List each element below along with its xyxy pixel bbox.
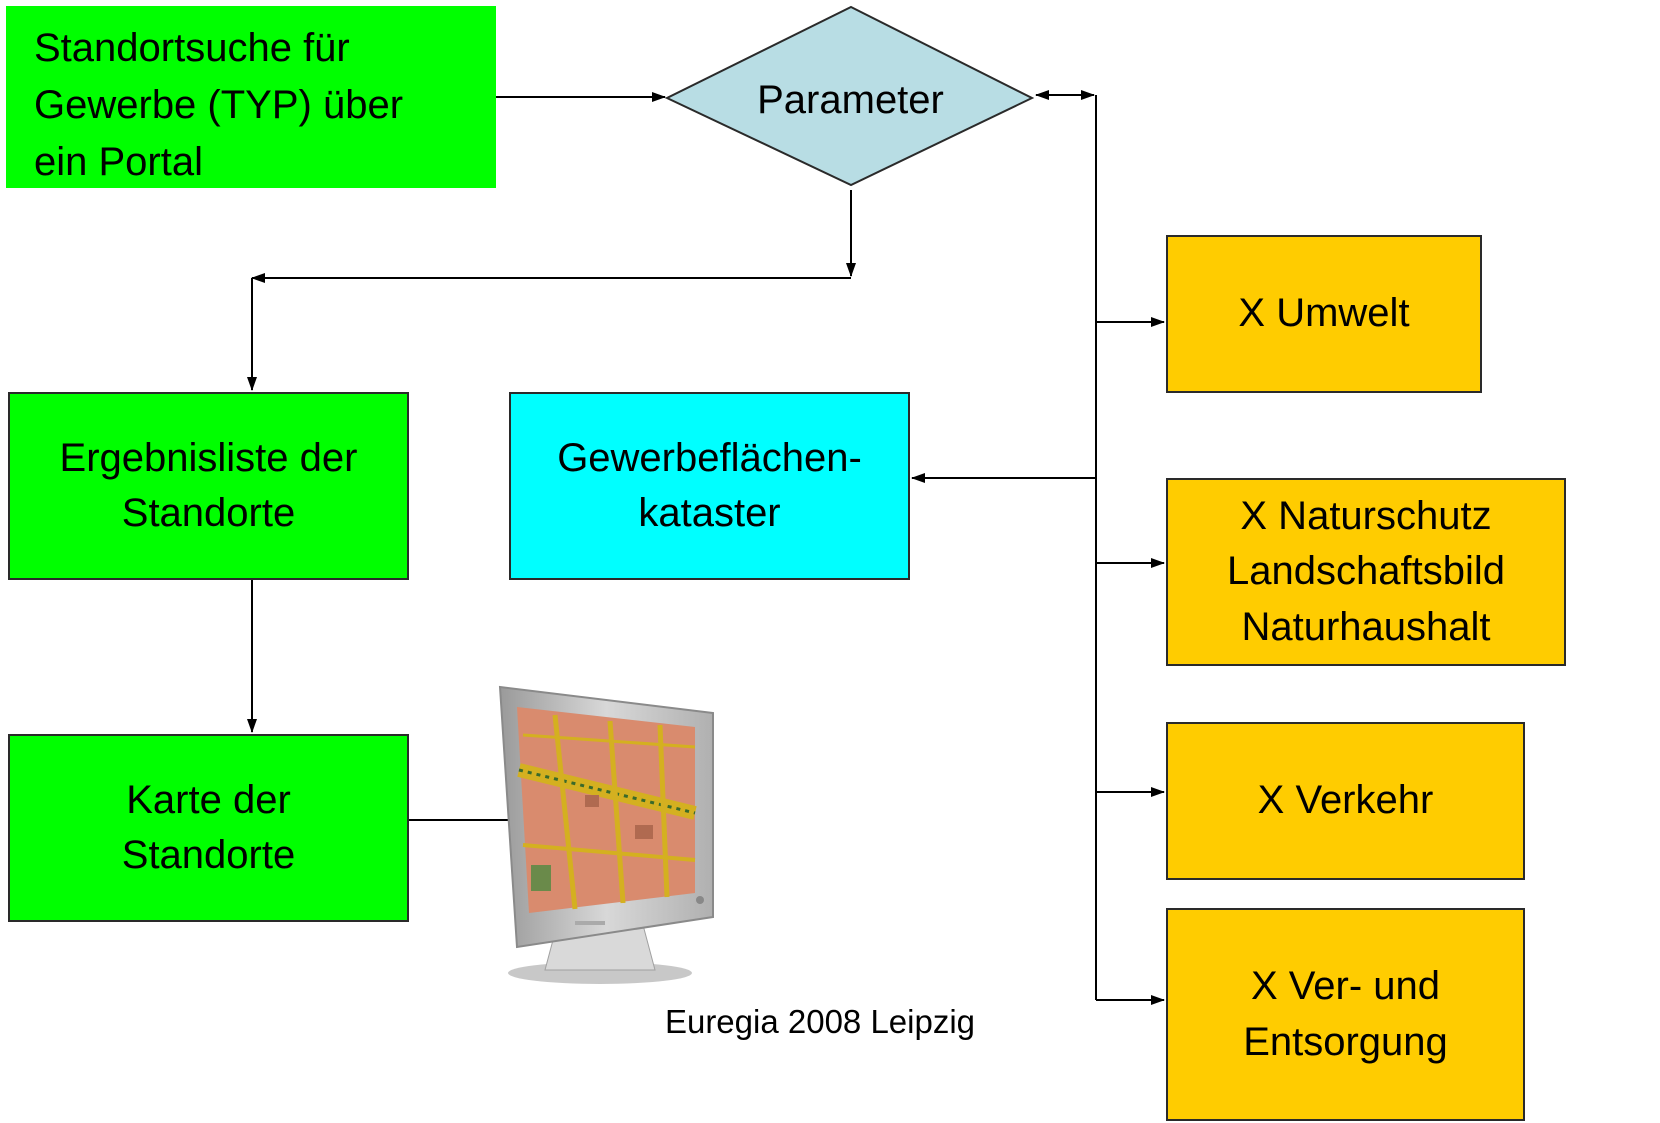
start-box: Standortsuche für Gewerbe (TYP) über ein… bbox=[6, 6, 496, 188]
entsorgung-line: X Ver- und bbox=[1250, 964, 1440, 1009]
cadastre-box: Gewerbeflächen- kataster bbox=[509, 392, 910, 580]
umwelt-box: X Umwelt bbox=[1166, 235, 1482, 393]
map-line: Standorte bbox=[121, 833, 296, 877]
map-line: Karte der bbox=[126, 777, 291, 822]
umwelt-line: X Umwelt bbox=[1238, 291, 1410, 336]
footer-text: Euregia 2008 Leipzig bbox=[664, 1003, 976, 1040]
parameter-label: Parameter bbox=[757, 77, 944, 122]
result-list-line: Standorte bbox=[121, 491, 296, 535]
start-line: Standortsuche für bbox=[34, 26, 350, 70]
monitor-with-map-icon bbox=[498, 685, 714, 984]
start-line: ein Portal bbox=[34, 139, 203, 184]
parameter-diamond bbox=[664, 5, 1035, 187]
cadastre-line: kataster bbox=[638, 491, 781, 535]
verkehr-line: X Verkehr bbox=[1257, 778, 1434, 823]
naturschutz-line: X Naturschutz bbox=[1240, 494, 1492, 539]
map-box: Karte der Standorte bbox=[8, 734, 409, 922]
result-list-box: Ergebnisliste der Standorte bbox=[8, 392, 409, 580]
entsorgung-line: Entsorgung bbox=[1243, 1019, 1448, 1064]
naturschutz-line: Landschaftsbild bbox=[1227, 549, 1505, 594]
naturschutz-line: Naturhaushalt bbox=[1241, 604, 1491, 649]
naturschutz-box: X Naturschutz Landschaftsbild Naturhaush… bbox=[1166, 478, 1566, 666]
cadastre-line: Gewerbeflächen- bbox=[557, 435, 862, 480]
result-list-line: Ergebnisliste der bbox=[59, 435, 358, 480]
entsorgung-box: X Ver- und Entsorgung bbox=[1166, 908, 1525, 1121]
start-line: Gewerbe (TYP) über bbox=[34, 82, 404, 127]
verkehr-box: X Verkehr bbox=[1166, 722, 1525, 880]
